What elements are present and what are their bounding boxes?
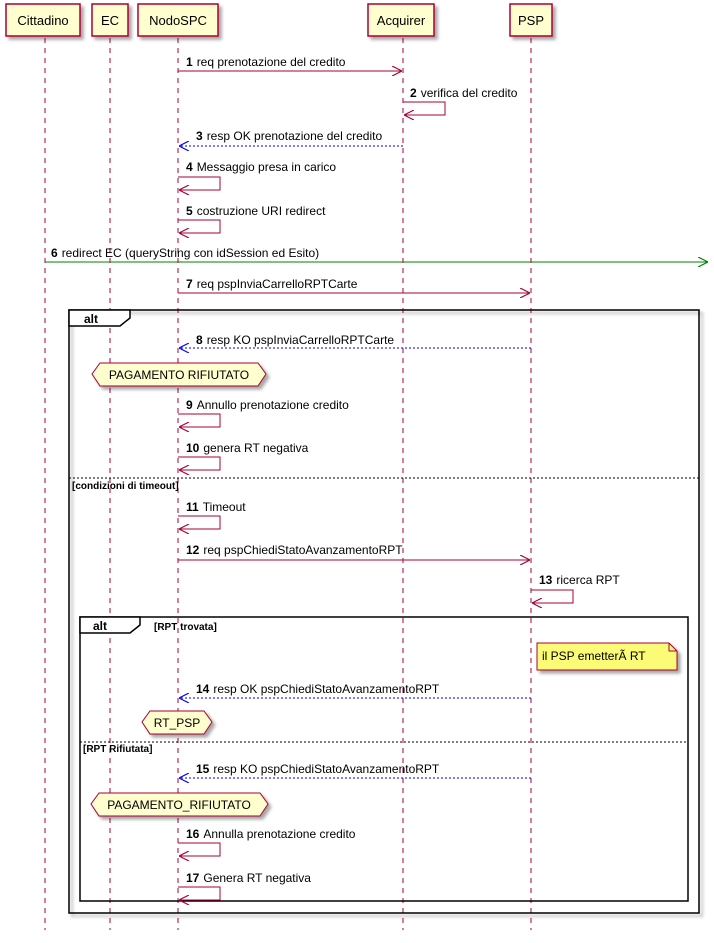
message-2[interactable]: 2 verifica del credito (403, 86, 518, 115)
participant-cittadino[interactable]: Cittadino (5, 3, 81, 37)
note-label: il PSP emetterÃ RT (542, 649, 646, 663)
message-label: ricerca RPT (556, 573, 620, 587)
state-label: RT_PSP (154, 716, 200, 730)
message-label: Annullo prenotazione credito (197, 398, 349, 412)
message-number: 13 (539, 573, 553, 587)
message-number: 8 (196, 333, 203, 347)
fragment-else-guard: [RPT Rifiutata] (83, 744, 152, 755)
message-label: redirect EC (queryString con idSession e… (62, 246, 319, 260)
message-number: 14 (196, 682, 210, 696)
fragment-guard: [RPT trovata] (154, 622, 217, 633)
lifelines (44, 38, 532, 930)
message-label: costruzione URI redirect (197, 204, 326, 218)
participant-label: PSP (518, 13, 544, 28)
message-label: Genera RT negativa (203, 871, 311, 885)
state-hexagon-pagamento-rifiutato-2: PAGAMENTO_RIFIUTATO (90, 792, 269, 817)
state-label: PAGAMENTO RIFIUTATO (109, 368, 249, 382)
message-number: 16 (186, 827, 200, 841)
states: PAGAMENTO RIFIUTATO RT_PSP PAGAMENTO_RIF… (90, 362, 269, 817)
message-number: 5 (186, 204, 193, 218)
note: il PSP emetterÃ RT (536, 642, 678, 671)
message-label: Messaggio presa in carico (197, 160, 337, 174)
message-label: resp KO pspChiediStatoAvanzamentoRPT (213, 762, 440, 776)
participant-psp[interactable]: PSP (509, 3, 553, 37)
message-label: resp OK prenotazione del credito (207, 129, 383, 143)
participants: Cittadino EC NodoSPC Acquirer PSP (5, 3, 553, 37)
message-3[interactable]: 3 resp OK prenotazione del credito (180, 129, 403, 146)
state-label: PAGAMENTO_RIFIUTATO (107, 798, 251, 812)
fragment-keyword: alt (93, 619, 107, 633)
message-1[interactable]: 1 req prenotazione del credito (178, 55, 401, 71)
message-number: 12 (186, 543, 200, 557)
message-label: resp OK pspChiediStatoAvanzamentoRPT (213, 682, 440, 696)
message-number: 11 (186, 500, 199, 514)
participant-label: Acquirer (377, 13, 426, 28)
message-number: 7 (186, 277, 193, 291)
message-number: 6 (51, 246, 58, 260)
fragment-keyword: alt (84, 312, 98, 326)
messages: 1 req prenotazione del credito 2 verifica … (45, 55, 707, 900)
message-label: verifica del credito (421, 86, 518, 100)
participant-label: Cittadino (17, 13, 68, 28)
participant-ec[interactable]: EC (91, 3, 129, 37)
fragment-alt-inner: alt [RPT trovata] [RPT Rifiutata] (79, 616, 689, 902)
message-number: 17 (186, 871, 200, 885)
message-label: req pspChiediStatoAvanzamentoRPT (203, 543, 403, 557)
fragment-alt-outer: alt [condizioni di timeout] (68, 309, 700, 914)
message-6[interactable]: 6 redirect EC (queryString con idSession … (45, 246, 707, 262)
message-number: 9 (186, 398, 193, 412)
message-label: resp KO pspInviaCarrelloRPTCarte (207, 333, 395, 347)
participant-nodo[interactable]: NodoSPC (137, 3, 219, 37)
message-9[interactable]: 9 Annullo prenotazione credito (178, 398, 349, 427)
message-number: 4 (186, 160, 193, 174)
fragment-else-guard: [condizioni di timeout] (72, 481, 179, 492)
message-8[interactable]: 8 resp KO pspInviaCarrelloRPTCarte (180, 333, 531, 348)
message-number: 15 (196, 762, 210, 776)
message-number: 1 (186, 55, 193, 69)
message-4[interactable]: 4 Messaggio presa in carico (178, 160, 336, 190)
message-5[interactable]: 5 costruzione URI redirect (178, 204, 326, 233)
message-label: Timeout (203, 500, 247, 514)
participant-label: NodoSPC (149, 13, 207, 28)
message-label: req pspInviaCarrelloRPTCarte (197, 277, 358, 291)
state-hexagon-rt-psp: RT_PSP (141, 710, 213, 735)
state-hexagon-pagamento-rifiutato: PAGAMENTO RIFIUTATO (91, 362, 267, 387)
message-number: 2 (410, 86, 417, 100)
message-number: 10 (186, 441, 200, 455)
message-11[interactable]: 11 Timeout (178, 500, 246, 529)
message-label: Annulla prenotazione credito (203, 827, 355, 841)
message-7[interactable]: 7 req pspInviaCarrelloRPTCarte (178, 277, 529, 293)
participant-acquirer[interactable]: Acquirer (367, 3, 435, 37)
message-label: genera RT negativa (203, 441, 308, 455)
message-number: 3 (196, 129, 203, 143)
participant-label: EC (101, 13, 119, 28)
message-label: req prenotazione del credito (197, 55, 346, 69)
